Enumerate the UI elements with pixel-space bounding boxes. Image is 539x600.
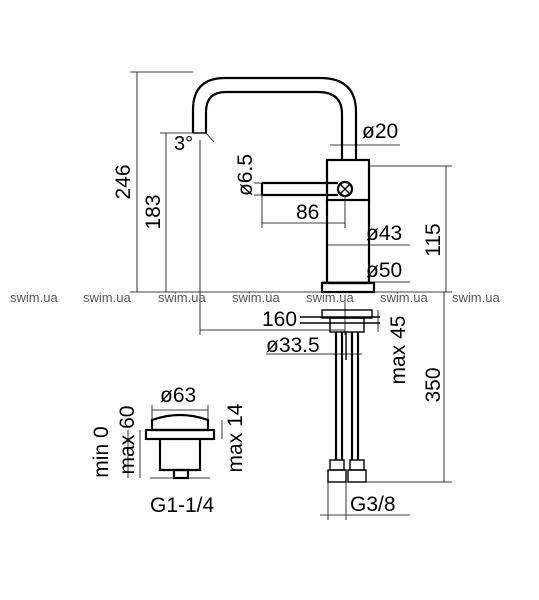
waste-min-label: min 0 [90, 426, 113, 477]
watermark: swim.ua [158, 290, 206, 305]
faucet-dimension-lines [130, 71, 452, 520]
dim-body-diameter: ø43 [366, 222, 402, 245]
dim-spout-angle: 3° [174, 133, 193, 155]
dim-handle-length: 86 [296, 201, 319, 224]
dim-handle-diameter: ø6.5 [234, 154, 257, 196]
dim-max-deck: max 45 [387, 316, 410, 385]
watermark: swim.ua [380, 290, 428, 305]
dim-base-height: 115 [422, 223, 445, 256]
waste-thread: G1-1/4 [150, 494, 215, 517]
waste-height: max 14 [224, 403, 247, 472]
dim-hose-length: 350 [422, 367, 445, 402]
dim-base-diameter: ø50 [366, 259, 402, 282]
waste-dimension-lines [127, 405, 223, 479]
watermark: swim.ua [232, 290, 280, 305]
watermark: swim.ua [306, 290, 354, 305]
waste-outline [144, 413, 216, 480]
waste-max-label: max 60 [116, 406, 139, 475]
watermark: swim.ua [83, 290, 131, 305]
dim-tube-diameter: ø20 [362, 120, 398, 143]
dim-spout-height: 183 [142, 194, 165, 229]
waste-cap-diameter: ø63 [160, 384, 196, 407]
faucet-mounting [321, 309, 373, 483]
dim-hose-thread: G3/8 [350, 493, 396, 516]
dim-reach: 160 [262, 308, 297, 331]
watermark-row: swim.ua swim.ua swim.ua swim.ua swim.ua … [10, 290, 500, 305]
watermark: swim.ua [452, 290, 500, 305]
watermark: swim.ua [10, 290, 58, 305]
dim-total-height: 246 [112, 164, 135, 199]
faucet-outline [191, 76, 380, 324]
dim-mount-diameter: ø33.5 [266, 334, 320, 357]
